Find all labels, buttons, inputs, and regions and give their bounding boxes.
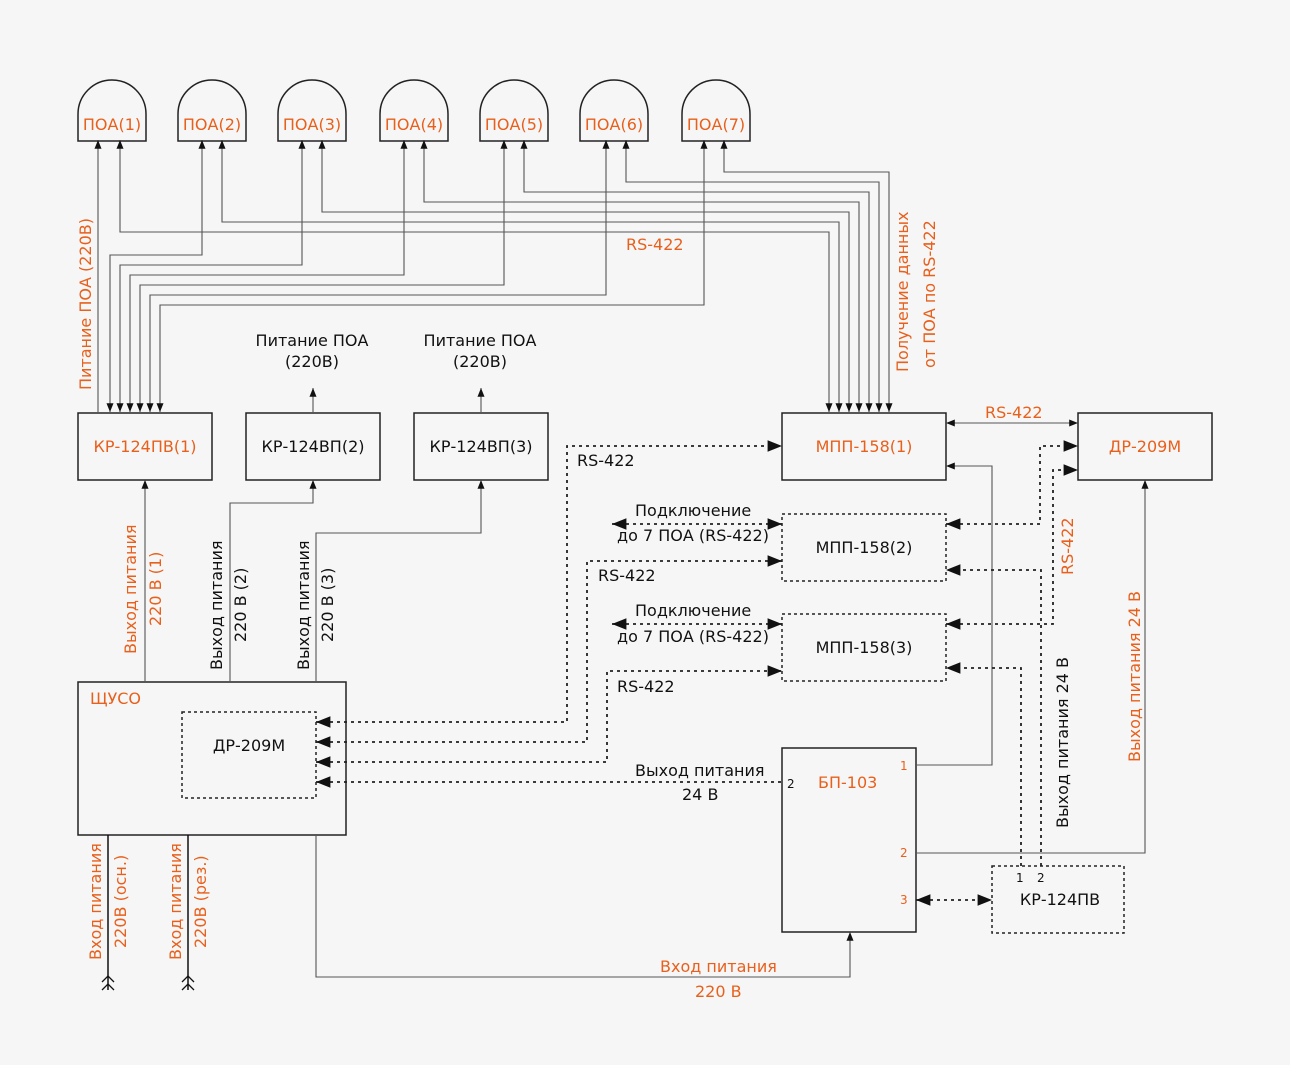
- label-connect-3a: Подключение: [635, 601, 751, 620]
- block-kr124pv-bottom-label: КР-124ПВ: [1020, 890, 1100, 909]
- sensor-poa-4[interactable]: [379, 79, 449, 142]
- block-kr124vp-3-label: КР-124ВП(3): [430, 437, 533, 456]
- label-in-main-a: Вход питания: [86, 843, 105, 960]
- label-rs422-top: RS-422: [626, 235, 684, 254]
- label-connect-2a: Подключение: [635, 501, 751, 520]
- block-mpp158-2[interactable]: [781, 513, 947, 582]
- block-kr124vp-2-label: КР-124ВП(2): [262, 437, 365, 456]
- label-connect-3b: до 7 ПОА (RS-422): [617, 627, 769, 646]
- block-dr209m-inner[interactable]: [181, 711, 317, 799]
- label-out24-b: 24 В: [682, 785, 718, 804]
- sensor-poa-3-label: ПОА(3): [283, 115, 341, 134]
- label-data-receive-1: Получение данных: [893, 212, 912, 373]
- sensor-poa-5[interactable]: [479, 79, 549, 142]
- label-out1-b: 220 В (1): [146, 552, 165, 626]
- label-out3-a: Выход питания: [294, 541, 313, 670]
- kr124pv-port-1: 1: [1016, 871, 1024, 885]
- input-main-power: [101, 835, 115, 991]
- label-data-receive-2: от ПОА по RS-422: [920, 220, 939, 368]
- block-mpp158-1-label: МПП-158(1): [816, 437, 913, 456]
- label-in220-a: Вход питания: [660, 957, 777, 976]
- block-kr124pv-bottom[interactable]: [991, 865, 1125, 934]
- block-mpp158-2-label: МПП-158(2): [816, 538, 913, 557]
- label-out24-vertical-orange: Выход питания 24 В: [1125, 591, 1144, 762]
- sensor-poa-1-label: ПОА(1): [83, 115, 141, 134]
- sensor-power-lines: [94, 140, 708, 412]
- bp103-port-left-2: 2: [787, 777, 795, 791]
- bp103-port-1: 1: [900, 759, 908, 773]
- sensor-poa-7[interactable]: [681, 79, 751, 142]
- sensor-poa-2-label: ПОА(2): [183, 115, 241, 134]
- label-in-res-b: 220В (рез.): [191, 855, 210, 948]
- block-dr209m-label: ДР-209М: [1109, 437, 1181, 456]
- label-out24-a: Выход питания: [635, 761, 764, 780]
- label-poa-power-2b: (220В): [285, 352, 339, 371]
- sensor-poa-3[interactable]: [277, 79, 347, 142]
- label-in-res-a: Вход питания: [166, 843, 185, 960]
- sensor-poa-4-label: ПОА(4): [385, 115, 443, 134]
- block-shuso-label: ЩУСО: [90, 689, 141, 708]
- label-out1-a: Выход питания: [121, 525, 140, 654]
- block-bp103-label: БП-103: [818, 773, 877, 792]
- sensor-poa-6[interactable]: [579, 79, 649, 142]
- label-rs422-mpp-dr: RS-422: [985, 403, 1043, 422]
- sensor-rs422-lines: [116, 140, 893, 412]
- label-rs422-c: RS-422: [617, 677, 675, 696]
- input-reserve-power: [181, 835, 195, 991]
- sensor-poa-7-label: ПОА(7): [687, 115, 745, 134]
- sensor-poa-5-label: ПОА(5): [485, 115, 543, 134]
- sensor-poa-6-label: ПОА(6): [585, 115, 643, 134]
- label-poa-power-3b: (220В): [453, 352, 507, 371]
- label-out2-b: 220 В (2): [231, 568, 250, 642]
- block-mpp158-3[interactable]: [781, 613, 947, 682]
- kr124pv-port-2: 2: [1037, 871, 1045, 885]
- label-in220-b: 220 В: [695, 982, 742, 1001]
- sensor-poa-2[interactable]: [177, 79, 247, 142]
- label-rs422-b: RS-422: [598, 566, 656, 585]
- label-rs422-vertical-right: RS-422: [1058, 517, 1077, 575]
- block-mpp158-3-label: МПП-158(3): [816, 638, 913, 657]
- block-kr124pv-1-label: КР-124ПВ(1): [94, 437, 197, 456]
- label-out2-a: Выход питания: [207, 541, 226, 670]
- label-power-poa-vertical: Питание ПОА (220В): [76, 218, 95, 390]
- bp103-port-2: 2: [900, 846, 908, 860]
- sensor-group: ПОА(1) ПОА(2) ПОА(3) ПОА(4) ПОА(5) ПОА(6) ПОА(…: [77, 79, 751, 142]
- block-dr209m-inner-label: ДР-209М: [213, 736, 285, 755]
- sensor-poa-1[interactable]: [77, 79, 147, 142]
- label-connect-2b: до 7 ПОА (RS-422): [617, 526, 769, 545]
- label-out24-vertical: Выход питания 24 В: [1053, 657, 1072, 828]
- label-out3-b: 220 В (3): [318, 568, 337, 642]
- label-rs422-a: RS-422: [577, 451, 635, 470]
- label-poa-power-3a: Питание ПОА: [424, 331, 537, 350]
- label-poa-power-2a: Питание ПОА: [256, 331, 369, 350]
- label-in-main-b: 220В (осн.): [111, 855, 130, 948]
- bp103-port-3: 3: [900, 893, 908, 907]
